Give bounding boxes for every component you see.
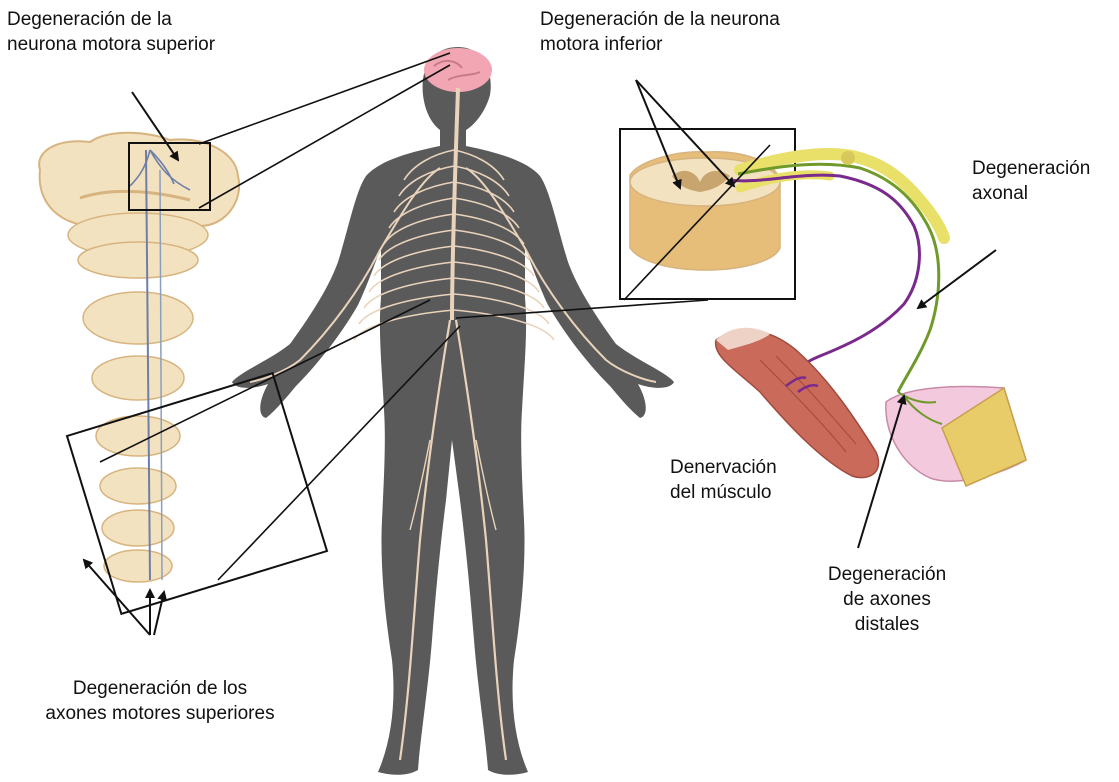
- spinal-cord-slice: [96, 416, 180, 456]
- brain: [424, 48, 492, 92]
- spinal-cord-slice: [78, 242, 198, 278]
- pointer-line: [199, 53, 450, 144]
- spinal-cord-slice: [92, 356, 184, 400]
- label-muscle-denervation: Denervación del músculo: [670, 455, 777, 505]
- pointer-arrow: [918, 250, 996, 308]
- spinal-cord-slice: [102, 510, 174, 546]
- spinal-cord-slice: [100, 468, 176, 504]
- pointer-arrow: [154, 592, 164, 635]
- human-body-figure: [232, 47, 674, 775]
- dorsal-root-ganglion: [841, 151, 855, 165]
- label-upper-motor-axon-degeneration: Degeneración de los axones motores super…: [20, 676, 300, 726]
- pointer-lines: [84, 53, 996, 635]
- label-upper-motor-neuron-degeneration: Degeneración de la neurona motora superi…: [7, 7, 215, 57]
- label-axonal-degeneration: Degeneración axonal: [972, 156, 1090, 206]
- label-lower-motor-neuron-degeneration: Degeneración de la neurona motora inferi…: [540, 7, 780, 57]
- human-silhouette: [232, 47, 674, 775]
- label-distal-axon-degeneration: Degeneración de axones distales: [807, 562, 967, 637]
- spinal-cord-slice: [83, 292, 193, 344]
